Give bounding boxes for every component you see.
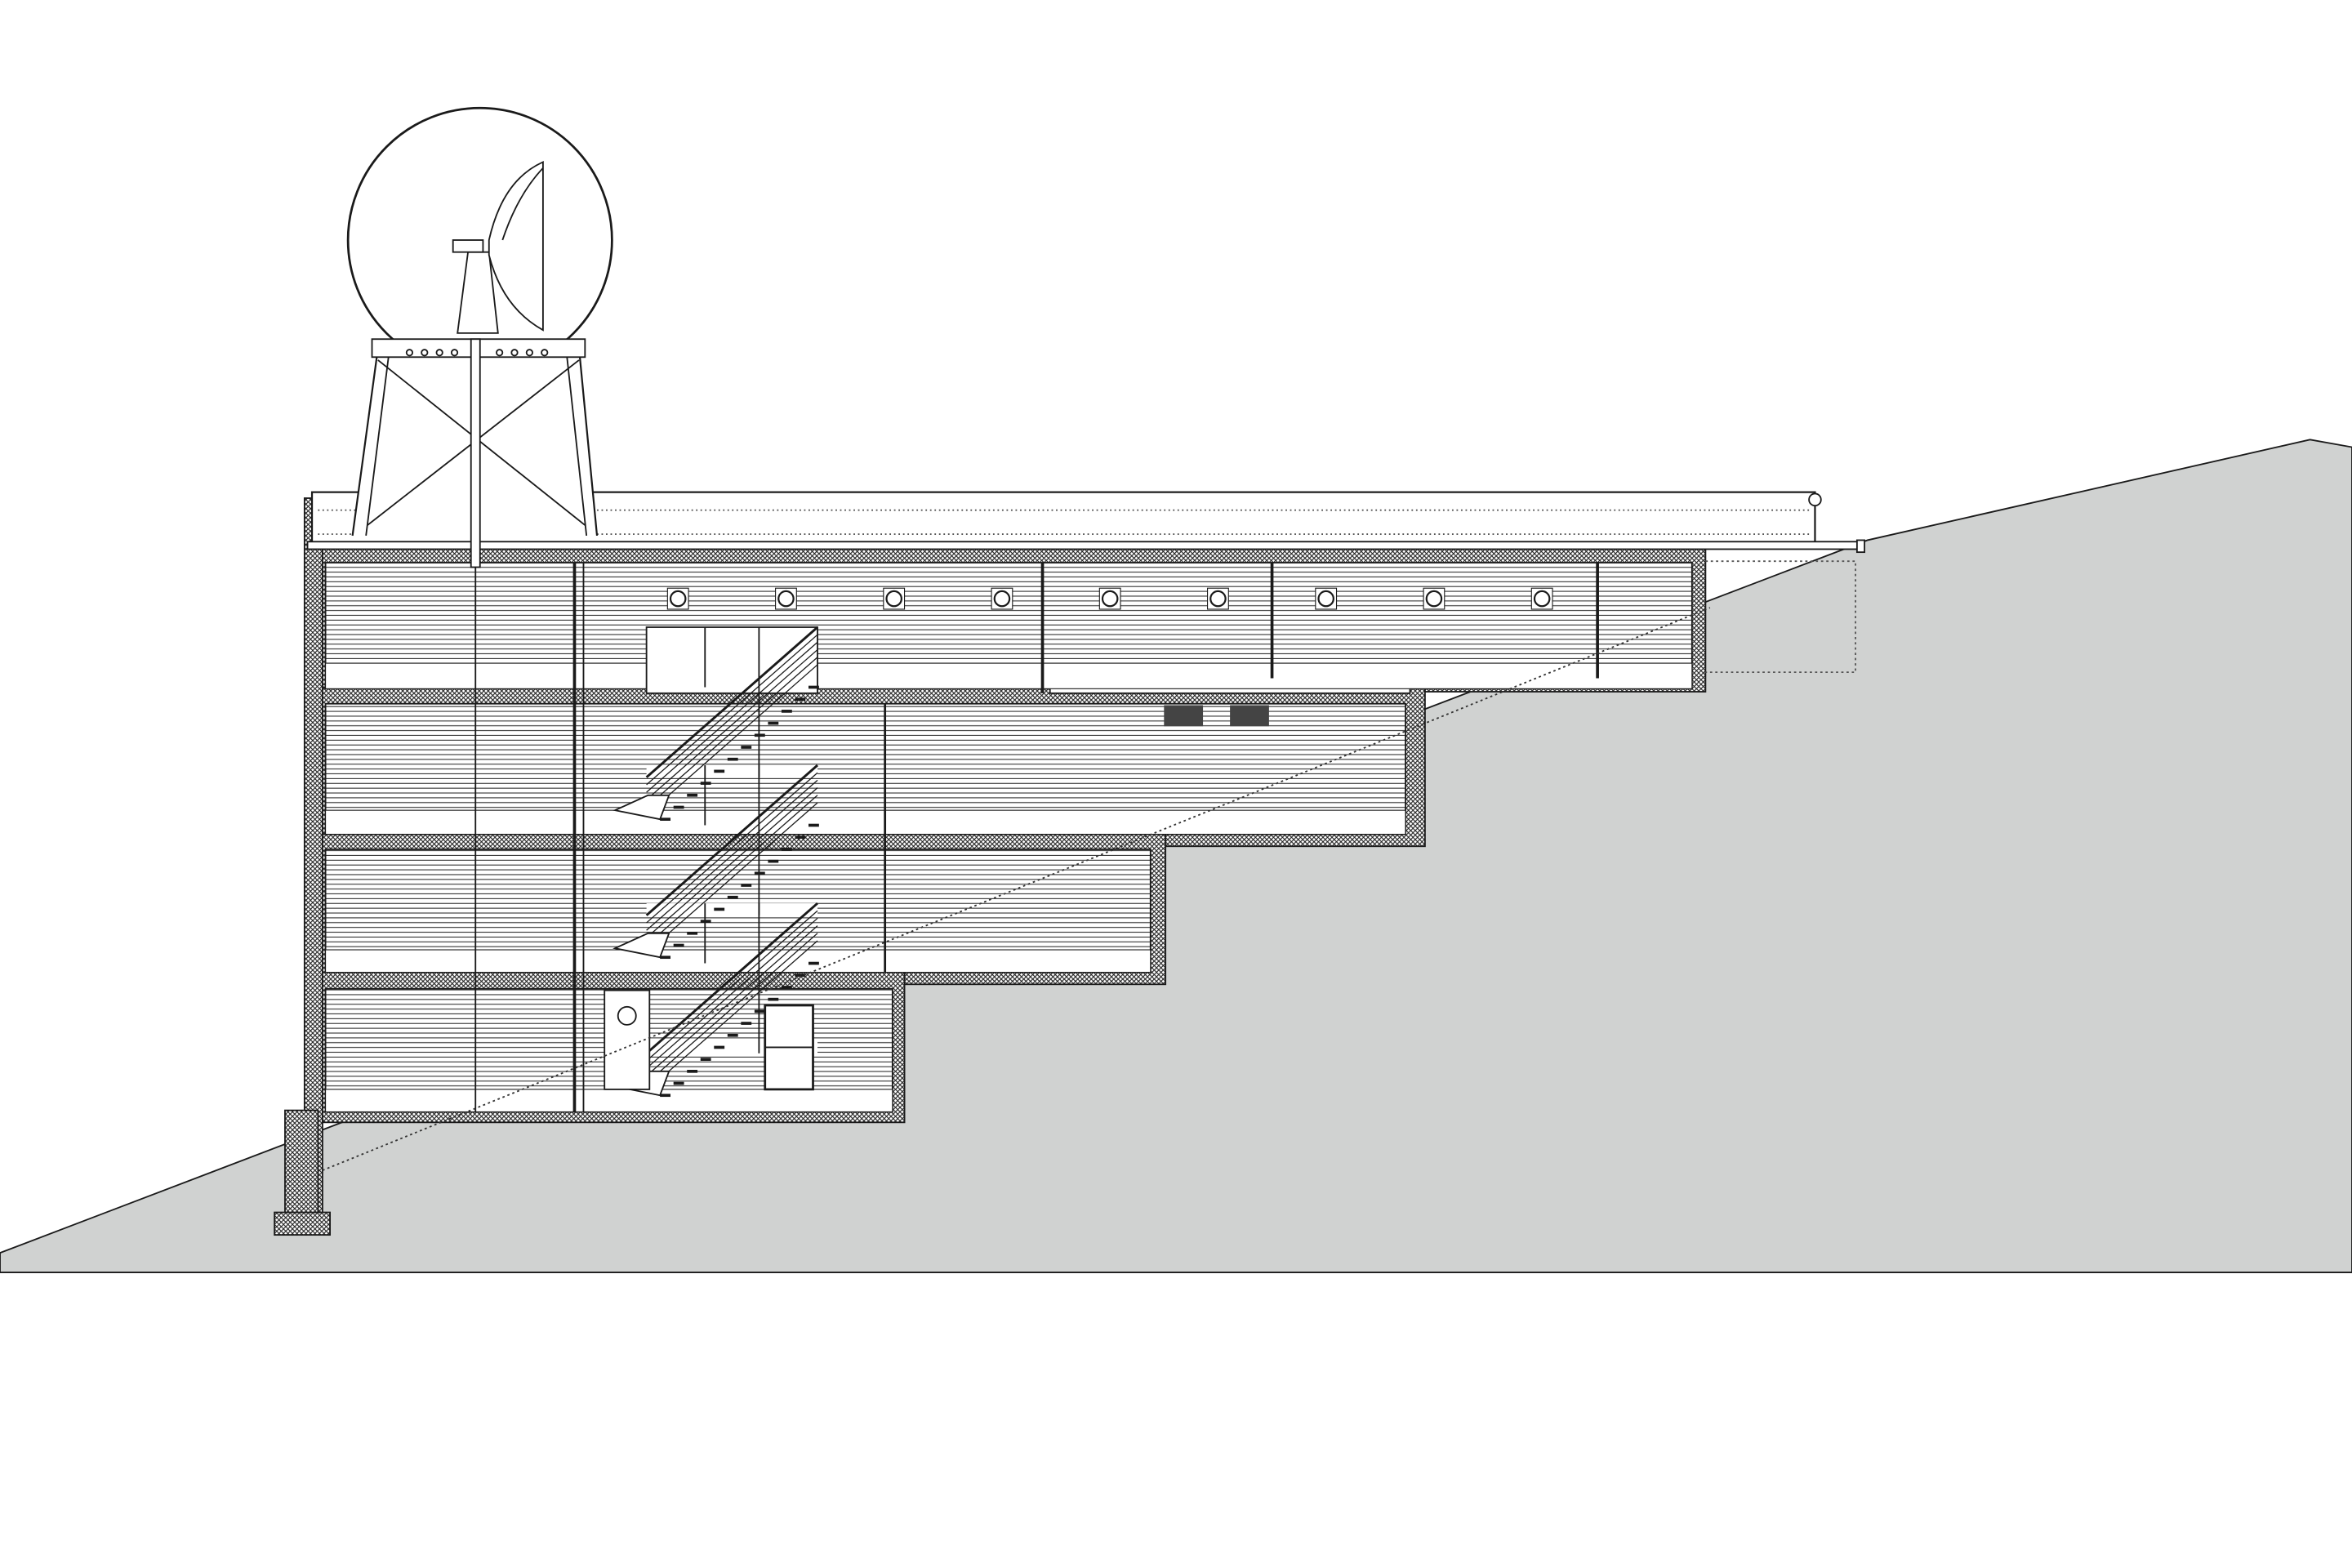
stair-rail <box>646 802 818 954</box>
stair-rail <box>646 657 818 808</box>
stair-opening <box>646 765 818 777</box>
stair-bracket <box>612 794 670 821</box>
stair-rail <box>646 940 818 1092</box>
columns <box>474 562 1599 1112</box>
stair-rail <box>646 779 818 931</box>
portholes <box>666 587 1553 610</box>
radar-tower <box>346 106 613 568</box>
stair-handrail <box>645 626 818 778</box>
stair-landing <box>645 626 818 694</box>
porthole <box>993 590 1011 608</box>
stair-rail <box>646 910 818 1062</box>
porthole <box>777 590 795 608</box>
bolt <box>405 349 414 357</box>
porthole <box>885 590 902 608</box>
porthole <box>1209 590 1227 608</box>
porthole <box>1533 590 1551 608</box>
stair-rail <box>646 925 818 1076</box>
bolt <box>496 349 504 357</box>
porthole <box>1425 590 1443 608</box>
stair-rail <box>646 917 818 1069</box>
stair-opening <box>646 903 818 915</box>
porthole <box>1101 590 1119 608</box>
stair-rail <box>646 664 818 816</box>
stair-rail <box>646 795 818 946</box>
bolt <box>510 349 519 357</box>
bolt <box>421 349 429 357</box>
door-porthole <box>617 1005 637 1026</box>
bolt <box>450 349 459 357</box>
porthole <box>669 590 687 608</box>
door <box>604 989 651 1090</box>
bolt <box>435 349 443 357</box>
porthole <box>1317 590 1334 608</box>
stair-rail <box>646 787 818 938</box>
stair-handrail <box>645 902 818 1054</box>
stair-rail <box>646 641 818 793</box>
staircase <box>612 626 819 1098</box>
stair-rail <box>646 933 818 1085</box>
tower-bolts <box>405 349 549 357</box>
bolt <box>525 349 533 357</box>
bolt <box>541 349 549 357</box>
stair-handrail <box>645 764 818 916</box>
stair-bracket <box>612 932 670 959</box>
stair-rail <box>646 649 818 800</box>
stair-rail <box>646 634 818 786</box>
stair-rail <box>646 772 818 924</box>
